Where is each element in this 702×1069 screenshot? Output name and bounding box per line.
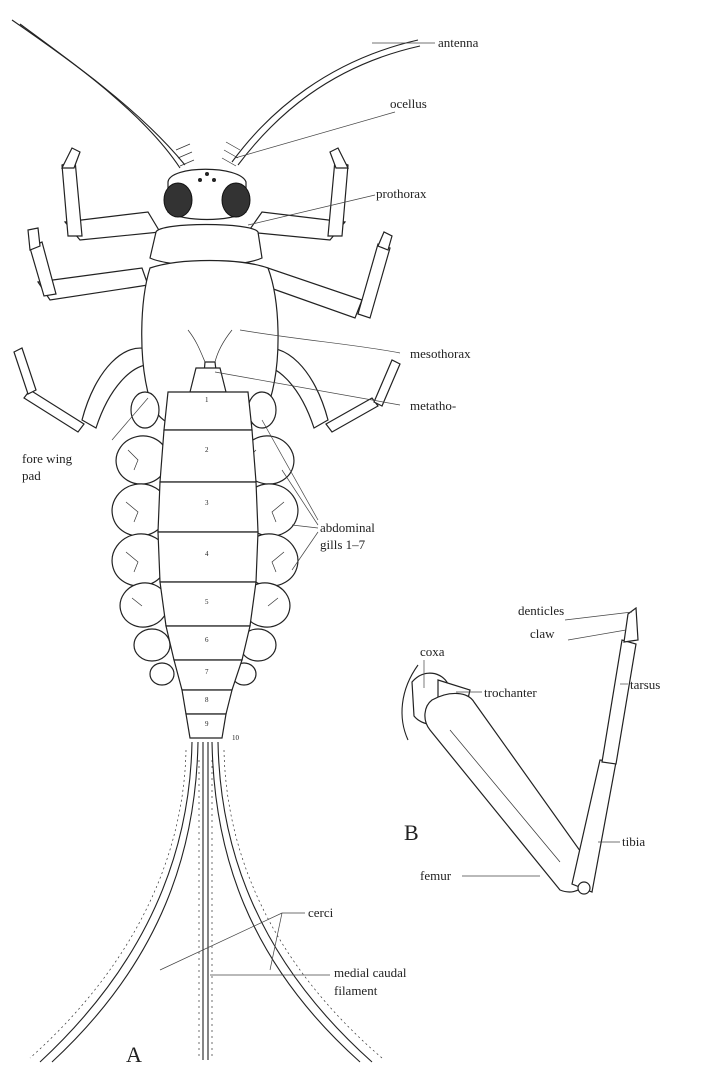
segment-number-5: 5: [205, 598, 209, 606]
label-cerci: cerci: [308, 905, 334, 920]
segment-number-7: 7: [205, 668, 209, 676]
claw: [624, 608, 638, 642]
femur: [425, 693, 589, 892]
label-claw: claw: [530, 626, 555, 641]
label-antenna: antenna: [438, 35, 479, 50]
segment-number-6: 6: [205, 636, 209, 644]
label-abdominal-gills-2: gills 1–7: [320, 537, 366, 552]
label-medial-caudal-2: filament: [334, 983, 378, 998]
segment-number-3: 3: [205, 499, 209, 507]
label-tibia: tibia: [622, 834, 645, 849]
segment-number-1: 1: [205, 396, 209, 404]
tibia: [572, 760, 616, 892]
label-abdominal-gills-1: abdominal: [320, 520, 375, 535]
panel-label-a: A: [126, 1042, 142, 1067]
label-prothorax: prothorax: [376, 186, 427, 201]
segment-number-10: 10: [232, 734, 240, 742]
segment-number-9: 9: [205, 720, 209, 728]
label-tarsus: tarsus: [630, 677, 660, 692]
segment-number-4: 4: [205, 550, 209, 558]
segment-number-2: 2: [205, 446, 209, 454]
metathorax: [190, 368, 226, 392]
antennae: [12, 20, 420, 168]
label-ocellus: ocellus: [390, 96, 427, 111]
segment-number-8: 8: [205, 696, 209, 704]
label-fore-wing-pad-2: pad: [22, 468, 41, 483]
abdomen: 1 2 3 4 5 6 7 8 9 10: [158, 392, 258, 742]
prothorax: [150, 225, 262, 266]
label-metathorax: metatho-: [410, 398, 456, 413]
label-femur: femur: [420, 868, 452, 883]
panel-label-b: B: [404, 820, 419, 845]
label-mesothorax: mesothorax: [410, 346, 471, 361]
label-coxa: coxa: [420, 644, 445, 659]
tarsus: [602, 640, 636, 764]
caudal-filaments: [30, 742, 382, 1062]
label-fore-wing-pad-1: fore wing: [22, 451, 73, 466]
label-trochanter: trochanter: [484, 685, 537, 700]
label-denticles: denticles: [518, 603, 564, 618]
head: [164, 169, 250, 219]
label-medial-caudal-1: medial caudal: [334, 965, 407, 980]
